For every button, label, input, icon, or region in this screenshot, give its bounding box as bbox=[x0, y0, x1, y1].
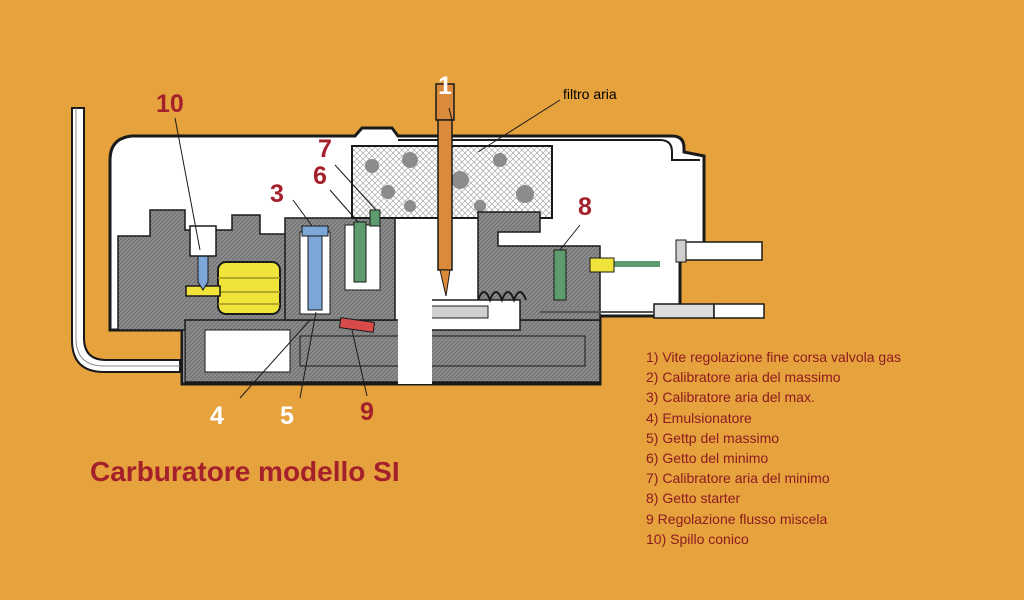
callout-7: 7 bbox=[318, 135, 332, 163]
callout-8: 8 bbox=[578, 193, 592, 221]
legend-item: 10) Spillo conico bbox=[646, 530, 749, 547]
float bbox=[185, 261, 281, 315]
upper-housing bbox=[398, 139, 700, 161]
conical-needle bbox=[197, 255, 209, 291]
diagram-title: Carburatore modello SI bbox=[90, 456, 400, 487]
right-cables bbox=[540, 239, 765, 319]
spring bbox=[477, 291, 527, 303]
callout-1: 1 bbox=[438, 72, 452, 100]
callout-4: 4 bbox=[210, 402, 224, 430]
main-jet-cap bbox=[301, 225, 329, 237]
legend-item: 7) Calibratore aria del minimo bbox=[646, 470, 830, 487]
legend-item: 1) Vite regolazione fine corsa valvola g… bbox=[646, 349, 902, 365]
leader-lines bbox=[174, 99, 581, 399]
venturi-throat bbox=[398, 220, 432, 384]
idle-air-jet bbox=[369, 209, 381, 227]
filter-blotches bbox=[365, 152, 534, 212]
callout-5: 5 bbox=[280, 402, 294, 430]
throttle-slide-rod bbox=[437, 119, 453, 271]
callout-9: 9 bbox=[360, 398, 374, 426]
callout-10: 10 bbox=[156, 90, 184, 118]
legend-item: 9 Regolazione flusso miscela bbox=[646, 510, 828, 527]
callout-3: 3 bbox=[270, 180, 284, 208]
idle-jet bbox=[353, 221, 367, 283]
legend-item: 8) Getto starter bbox=[646, 490, 741, 507]
vent-pipe bbox=[71, 107, 181, 373]
needle-seat bbox=[189, 225, 217, 257]
legend-item: 3) Calibratore aria del max. bbox=[646, 389, 815, 406]
legend-item: 2) Calibratore aria del massimo bbox=[646, 369, 841, 386]
vent-pipe-inner bbox=[75, 108, 180, 367]
legend-item: 5) Gettp del massimo bbox=[646, 429, 780, 446]
air-filter-label: filtro aria bbox=[563, 86, 617, 102]
slide-needle bbox=[439, 269, 451, 297]
bowl-channel bbox=[299, 335, 586, 367]
legend-item: 6) Getto del minimo bbox=[646, 450, 769, 467]
starter-jet bbox=[553, 249, 567, 301]
callout-6: 6 bbox=[313, 162, 327, 190]
legend-item: 4) Emulsionatore bbox=[646, 409, 752, 426]
bowl-inner bbox=[204, 329, 291, 373]
main-jet bbox=[307, 231, 323, 311]
parts-legend: 1) Vite regolazione fine corsa valvola g… bbox=[646, 347, 901, 549]
mixture-screw bbox=[338, 317, 376, 333]
